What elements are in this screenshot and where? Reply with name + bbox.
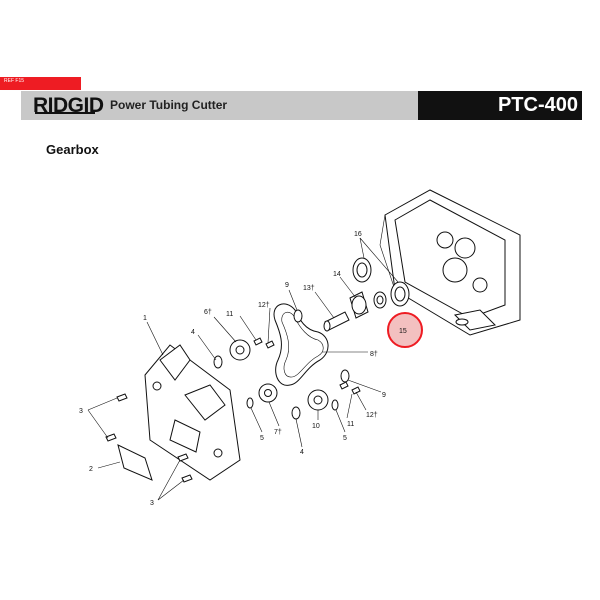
callout-3: 3 bbox=[150, 500, 154, 507]
washer-15 bbox=[373, 291, 387, 309]
ref-tab: REF F15 bbox=[0, 77, 81, 90]
callout-2: 2 bbox=[89, 466, 93, 473]
callout-11: 11 bbox=[226, 311, 233, 318]
sleeve-14 bbox=[349, 291, 369, 319]
callout-5: 5 bbox=[343, 435, 347, 442]
callout-5: 5 bbox=[260, 435, 264, 442]
callout-11: 11 bbox=[347, 421, 354, 428]
model-panel bbox=[418, 91, 582, 120]
callout-1: 1 bbox=[143, 315, 147, 322]
small-parts bbox=[213, 309, 361, 420]
callout-8: 8† bbox=[370, 351, 378, 358]
bearing-16 bbox=[352, 257, 410, 307]
label-plate-2 bbox=[117, 444, 153, 481]
model-number: PTC-400 bbox=[497, 94, 578, 116]
highlight-circle bbox=[387, 312, 423, 348]
callout-3: 3 bbox=[79, 408, 83, 415]
callout-9: 9 bbox=[382, 392, 386, 399]
callout-7: 7† bbox=[274, 429, 282, 436]
product-name: Power Tubing Cutter bbox=[110, 98, 228, 112]
callout-9: 9 bbox=[285, 282, 289, 289]
shaft-13 bbox=[323, 311, 350, 332]
callout-14: 14 bbox=[333, 271, 341, 278]
callout-labels: 1 2 3 3 4 4 5 5 6† 7† 8† 9 9 10 11 11 12… bbox=[79, 231, 407, 507]
brand-logo: RIDGID bbox=[33, 94, 104, 117]
sprocket-10 bbox=[307, 389, 329, 411]
sprocket-6 bbox=[229, 339, 251, 361]
callout-12: 12† bbox=[366, 412, 378, 419]
callout-4: 4 bbox=[300, 449, 304, 456]
sprocket-7 bbox=[258, 383, 278, 403]
gearbox-cover-1 bbox=[144, 344, 241, 481]
machine-housing bbox=[379, 189, 521, 336]
leader-lines bbox=[87, 237, 399, 501]
callout-4: 4 bbox=[191, 329, 195, 336]
callout-13: 13† bbox=[303, 285, 315, 292]
brand-underline bbox=[35, 112, 95, 114]
callout-16: 16 bbox=[354, 231, 362, 238]
callout-12: 12† bbox=[258, 302, 270, 309]
callout-15: 15 bbox=[399, 328, 407, 335]
callout-10: 10 bbox=[312, 423, 320, 430]
callout-6: 6† bbox=[204, 309, 212, 316]
section-title: Gearbox bbox=[46, 142, 99, 157]
